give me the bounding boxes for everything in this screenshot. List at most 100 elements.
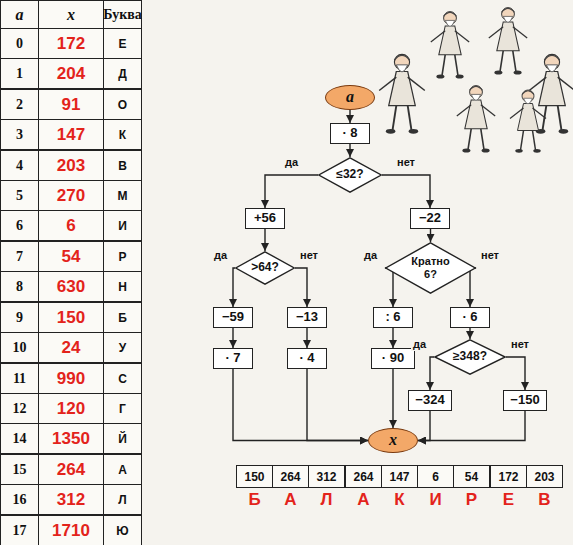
node-text: · 90 (382, 351, 404, 366)
flow-connector (430, 357, 434, 390)
table-cell-x: 24 (38, 332, 104, 363)
branch-label: нет (298, 249, 320, 262)
table-cell-a: 11 (0, 363, 39, 394)
table-cell-letter: Л (103, 484, 142, 515)
flow-connector (307, 369, 368, 441)
table-cell-letter: А (103, 454, 142, 485)
table-cell-a: 8 (0, 271, 39, 302)
flow-connector (233, 268, 235, 307)
decision-diamond: ≤32? (318, 157, 382, 193)
table-cell-letter: У (103, 332, 142, 363)
process-box: · 8 (330, 123, 370, 144)
flow-connector (418, 411, 430, 441)
flow-connector (430, 229, 431, 242)
node-text: · 4 (299, 351, 314, 366)
answer-number-cell: 6 (417, 465, 454, 488)
table-cell-letter: В (103, 150, 142, 181)
decision-diamond: Кратно 6? (385, 242, 476, 294)
process-box: · 4 (287, 348, 327, 369)
answer-letter: Б (236, 488, 273, 511)
decision-diamond: >64? (235, 251, 295, 285)
answer-letter: И (417, 488, 454, 511)
answer-letter: А (272, 488, 309, 511)
table-cell-letter: Д (103, 58, 142, 89)
table-cell-x: 630 (38, 271, 104, 302)
answer-number-cell: 264 (345, 465, 382, 488)
flow-connector (233, 369, 368, 441)
answer-number-cell: 264 (272, 465, 309, 488)
table-cell-a: 2 (0, 89, 39, 120)
node-text: ≥348? (453, 350, 487, 364)
process-box: −13 (287, 307, 327, 328)
table-cell-letter: К (103, 119, 142, 150)
branch-label: да (362, 249, 379, 262)
node-text: ≤32? (336, 168, 363, 182)
answer-number-cell: 150 (236, 465, 273, 488)
table-cell-letter: Н (103, 271, 142, 302)
table-cell-x: 270 (38, 180, 104, 211)
dancer-figure (457, 86, 495, 153)
table-cell-x: 1350 (38, 423, 104, 454)
table-cell-a: 5 (0, 180, 39, 211)
answer-number-cell: 203 (526, 465, 563, 488)
table-cell-letter: Е (103, 28, 142, 59)
process-box: · 7 (213, 348, 253, 369)
table-cell-a: 16 (0, 484, 39, 515)
node-text: · 8 (342, 126, 357, 141)
answer-letter: Е (490, 488, 527, 511)
dancer-figure (431, 12, 469, 79)
table-header: x (38, 0, 104, 29)
table-cell-x: 264 (38, 454, 104, 485)
node-text: · 7 (225, 351, 240, 366)
table-cell-x: 203 (38, 150, 104, 181)
table-cell-x: 147 (38, 119, 104, 150)
table-cell-a: 0 (0, 28, 39, 59)
dancer-figure (379, 54, 425, 133)
dancer-figure (510, 90, 546, 153)
table-cell-a: 3 (0, 119, 39, 150)
flow-connector (295, 268, 307, 307)
terminal-oval: x (368, 428, 418, 453)
branch-label: нет (479, 249, 501, 262)
table-cell-letter: Ю (103, 515, 142, 545)
flow-connector (392, 369, 393, 428)
node-text: −324 (415, 393, 444, 408)
table-cell-x: 172 (38, 28, 104, 59)
dancer-figure (489, 8, 527, 75)
process-box: −324 (408, 390, 452, 411)
process-box: −22 (410, 208, 450, 229)
table-cell-x: 150 (38, 302, 104, 333)
flow-connector (470, 268, 476, 307)
table-cell-a: 17 (0, 515, 39, 545)
branch-label: да (283, 156, 300, 169)
flow-connector (506, 357, 525, 390)
diamond-outline-shape (236, 252, 294, 284)
process-box: · 6 (450, 307, 490, 328)
process-box: −150 (503, 390, 547, 411)
diamond-outline-shape (435, 340, 505, 374)
process-box: +56 (245, 208, 285, 229)
answer-letter: Р (453, 488, 490, 511)
branch-label: да (411, 338, 428, 351)
table-cell-letter: О (103, 89, 142, 120)
node-text: +56 (254, 211, 276, 226)
process-box: −59 (213, 307, 253, 328)
table-cell-letter: Г (103, 393, 142, 424)
process-box: · 90 (371, 348, 415, 369)
process-box: : 6 (373, 307, 413, 328)
flow-connector (349, 144, 350, 157)
table-cell-letter: Й (103, 423, 142, 454)
table-cell-letter: И (103, 210, 142, 241)
flow-connector (349, 110, 350, 123)
flow-connector (418, 411, 525, 441)
node-text: a (346, 88, 354, 106)
node-text: −13 (296, 310, 318, 325)
node-text: : 6 (385, 310, 400, 325)
branch-label: нет (395, 156, 417, 169)
answer-letter: Л (308, 488, 345, 511)
table-header: a (0, 0, 39, 29)
decision-diamond: ≥348? (434, 339, 506, 375)
table-cell-x: 120 (38, 393, 104, 424)
node-text: x (389, 431, 397, 449)
